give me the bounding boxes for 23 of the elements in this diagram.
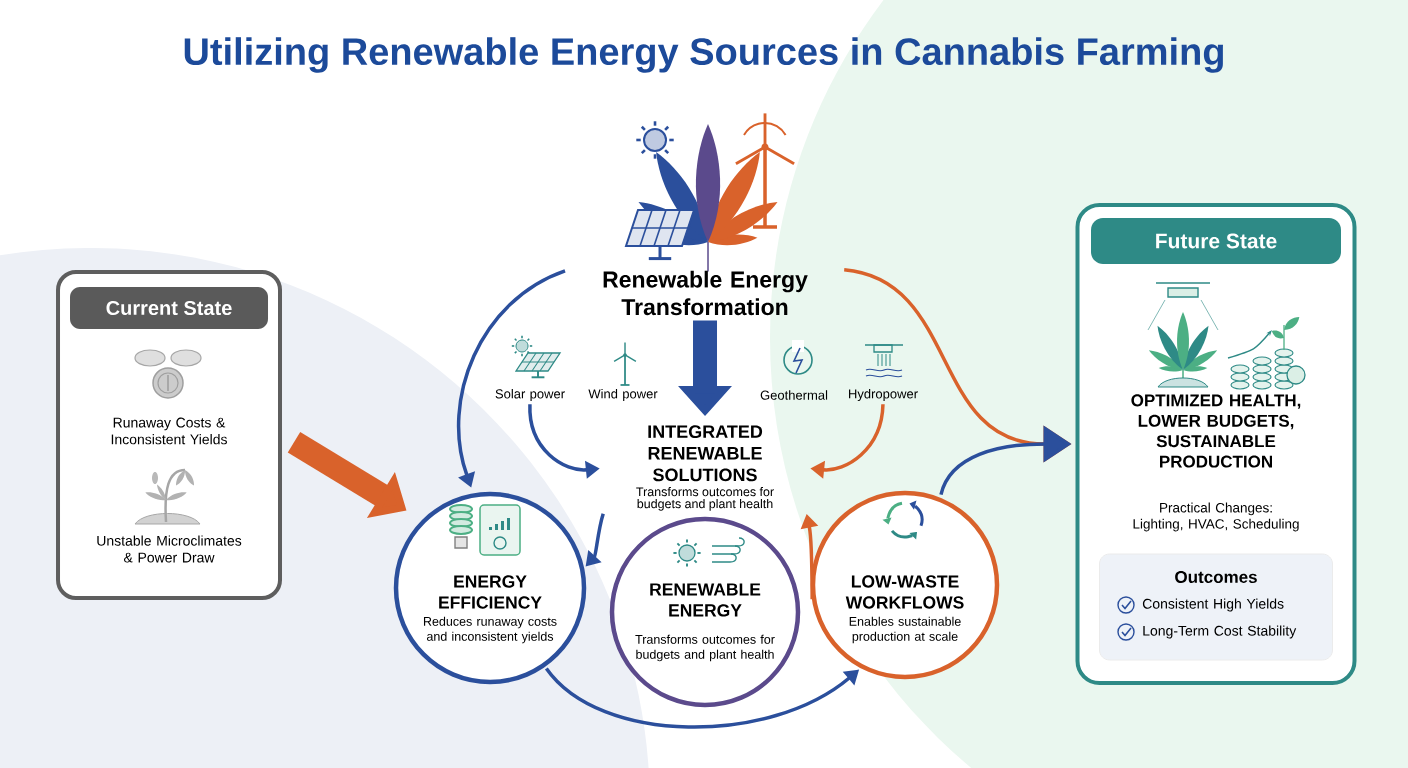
icon-label: Geothermal <box>760 390 828 400</box>
icon-label: Wind power <box>588 388 658 402</box>
label: Unstable Microclimates & Power Draw <box>97 535 242 563</box>
description: Enables sustainable production at scale <box>849 616 961 644</box>
title: Utilizing Renewable Energy Sources in Cannabis Farming <box>184 37 1223 73</box>
description: Practical Changes: Lighting, HVAC, Scheduling <box>1133 502 1299 532</box>
icon-label: Hydropower <box>849 388 918 402</box>
heading: Renewable Energy Transformation <box>603 270 808 316</box>
heading: OPTIMIZED HEALTH, LOWER BUDGETS, SUSTAINABLE PRODUCTION <box>1131 394 1301 468</box>
list-item: Consistent High Yields <box>1142 598 1284 612</box>
header-bar: Current State <box>70 287 268 329</box>
label: Runaway Costs & Inconsistent Yields <box>111 417 227 445</box>
list-item: Long-Term Cost Stability <box>1143 625 1297 639</box>
heading: INTEGRATED RENEWABLE SOLUTIONS <box>648 425 763 482</box>
description: Transforms outcomes for budgets and plant health <box>635 634 775 662</box>
heading: Outcomes <box>1175 570 1257 583</box>
heading: ENERGY EFFICIENCY <box>439 575 542 609</box>
icon-label: Solar power <box>495 388 565 402</box>
heading: RENEWABLE ENERGY <box>650 583 761 617</box>
description: Transforms outcomes for budgets and plant health <box>636 487 774 511</box>
description: Reduces runaway costs and inconsistent yields <box>424 616 557 644</box>
heading: LOW-WASTE WORKFLOWS <box>845 575 964 609</box>
header-bar: Future State <box>1091 218 1341 264</box>
